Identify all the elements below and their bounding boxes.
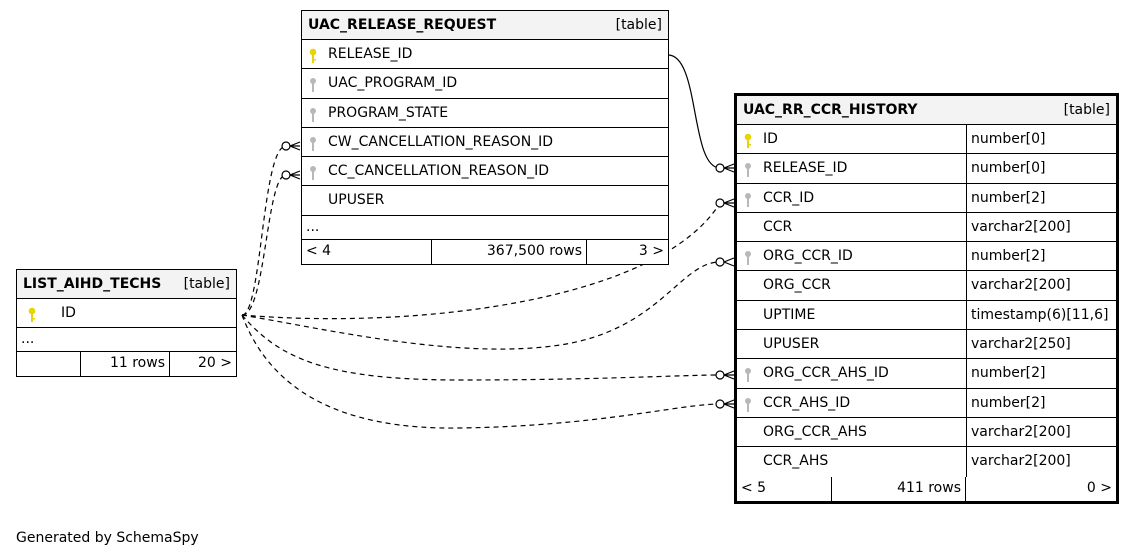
table-header: LIST_AIHD_TECHS [table] xyxy=(17,270,236,299)
children-count[interactable]: 0 > xyxy=(1086,479,1112,496)
column-type: number[2] xyxy=(966,388,1116,417)
column-row[interactable]: UPUSER varchar2[250] xyxy=(737,330,1116,360)
column-row[interactable]: CCR_AHS_ID number[2] xyxy=(737,388,1116,418)
primary-key-icon xyxy=(308,46,318,63)
parents-count[interactable]: < 4 xyxy=(302,239,432,264)
column-name: CCR_AHS_ID xyxy=(763,394,851,411)
column-name: ORG_CCR_AHS_ID xyxy=(763,365,889,382)
column-row[interactable]: CW_CANCELLATION_REASON_ID xyxy=(302,128,668,158)
children-count[interactable]: 20 > xyxy=(198,355,232,372)
parents-count[interactable]: < 5 xyxy=(737,476,832,501)
column-row[interactable]: CCR_ID number[2] xyxy=(737,183,1116,213)
column-row[interactable]: ORG_CCR_AHS varchar2[200] xyxy=(737,417,1116,448)
table-footer: < 5 411 rows 0 > xyxy=(737,476,1116,501)
column-name: UAC_PROGRAM_ID xyxy=(328,75,458,92)
column-type: number[0] xyxy=(966,154,1116,183)
foreign-key-icon xyxy=(308,163,318,181)
column-row[interactable]: ORG_CCR varchar2[200] xyxy=(737,271,1116,301)
primary-key-icon xyxy=(27,305,37,322)
table-kind: [table] xyxy=(183,276,230,292)
table-name: UAC_RELEASE_REQUEST xyxy=(308,17,497,33)
row-count: 367,500 rows xyxy=(432,239,587,264)
edge-release-id xyxy=(667,54,721,169)
column-name: CW_CANCELLATION_REASON_ID xyxy=(328,133,554,150)
column-name: ORG_CCR xyxy=(763,277,831,294)
column-name: RELEASE_ID xyxy=(328,46,413,62)
column-row[interactable]: ORG_CCR_AHS_ID number[2] xyxy=(737,359,1116,389)
column-type: number[2] xyxy=(966,359,1116,388)
column-row[interactable]: CCR varchar2[200] xyxy=(737,212,1116,243)
row-count: 11 rows xyxy=(81,352,170,377)
column-row[interactable]: PROGRAM_STATE xyxy=(302,99,668,128)
table-footer: < 4 367,500 rows 3 > xyxy=(302,239,668,264)
column-row[interactable]: ID xyxy=(17,299,236,329)
column-row[interactable]: ID number[0] xyxy=(737,125,1116,155)
foreign-key-icon xyxy=(308,105,318,122)
edge-org-ccr-ahs-id xyxy=(241,314,721,381)
column-name: UPUSER xyxy=(763,336,820,353)
children-count[interactable]: 3 > xyxy=(638,242,664,259)
edge-ccr-ahs-id xyxy=(241,314,721,429)
column-name: ID xyxy=(61,305,76,321)
column-type: varchar2[200] xyxy=(966,212,1116,242)
column-type: timestamp(6)[11,6] xyxy=(966,300,1116,330)
edge-org-ccr-id xyxy=(241,261,721,350)
column-name: CC_CANCELLATION_REASON_ID xyxy=(328,163,550,180)
column-row[interactable]: CCR_AHS varchar2[200] xyxy=(737,447,1116,477)
column-row[interactable]: UAC_PROGRAM_ID xyxy=(302,69,668,99)
column-name: UPTIME xyxy=(763,306,816,323)
column-name: RELEASE_ID xyxy=(763,160,848,177)
table-kind: [table] xyxy=(615,17,662,33)
column-name: CCR_ID xyxy=(763,189,815,206)
column-type: varchar2[200] xyxy=(966,271,1116,300)
foreign-key-icon xyxy=(743,248,753,266)
primary-key-icon xyxy=(743,131,753,148)
column-type: number[2] xyxy=(966,183,1116,212)
foreign-key-icon xyxy=(743,190,753,207)
column-name: PROGRAM_STATE xyxy=(328,104,449,121)
column-name: UPUSER xyxy=(328,192,385,209)
column-name: ORG_CCR_AHS xyxy=(763,423,867,440)
column-name: ORG_CCR_ID xyxy=(763,248,853,265)
table-name: LIST_AIHD_TECHS xyxy=(23,276,162,292)
column-row[interactable]: RELEASE_ID number[0] xyxy=(737,154,1116,184)
foreign-key-icon xyxy=(743,395,753,412)
edge-cc-cancellation xyxy=(241,174,287,316)
column-name: CCR xyxy=(763,218,793,235)
edge-cw-cancellation xyxy=(241,145,287,316)
column-name: ID xyxy=(763,131,778,147)
column-name: CCR_AHS xyxy=(763,453,829,470)
foreign-key-icon xyxy=(743,160,753,178)
table-footer: 11 rows 20 > xyxy=(17,352,236,377)
table-kind: [table] xyxy=(1063,102,1110,118)
table-name: UAC_RR_CCR_HISTORY xyxy=(743,102,918,118)
row-count: 411 rows xyxy=(832,476,966,501)
column-type: varchar2[250] xyxy=(966,330,1116,359)
column-type: varchar2[200] xyxy=(966,447,1116,477)
table-uac-release-request[interactable]: UAC_RELEASE_REQUEST [table] RELEASE_ID U… xyxy=(301,10,669,265)
column-type: number[0] xyxy=(966,125,1116,154)
foreign-key-icon xyxy=(308,134,318,151)
column-row[interactable]: CC_CANCELLATION_REASON_ID xyxy=(302,157,668,187)
column-row[interactable]: RELEASE_ID xyxy=(302,40,668,70)
parents-count[interactable] xyxy=(17,352,81,377)
column-row[interactable]: ORG_CCR_ID number[2] xyxy=(737,242,1116,272)
column-type: number[2] xyxy=(966,242,1116,271)
table-list-aihd-techs[interactable]: LIST_AIHD_TECHS [table] ID ... 11 rows 2… xyxy=(16,269,237,378)
foreign-key-icon xyxy=(743,365,753,383)
foreign-key-icon xyxy=(308,75,318,93)
more-columns: ... xyxy=(17,328,236,353)
column-row[interactable]: UPUSER xyxy=(302,186,668,216)
column-type: varchar2[200] xyxy=(966,417,1116,447)
column-row[interactable]: UPTIME timestamp(6)[11,6] xyxy=(737,300,1116,331)
generated-by-credit: Generated by SchemaSpy xyxy=(16,530,199,546)
more-columns: ... xyxy=(302,216,668,240)
table-header: UAC_RR_CCR_HISTORY [table] xyxy=(737,96,1116,125)
table-header: UAC_RELEASE_REQUEST [table] xyxy=(302,11,668,40)
